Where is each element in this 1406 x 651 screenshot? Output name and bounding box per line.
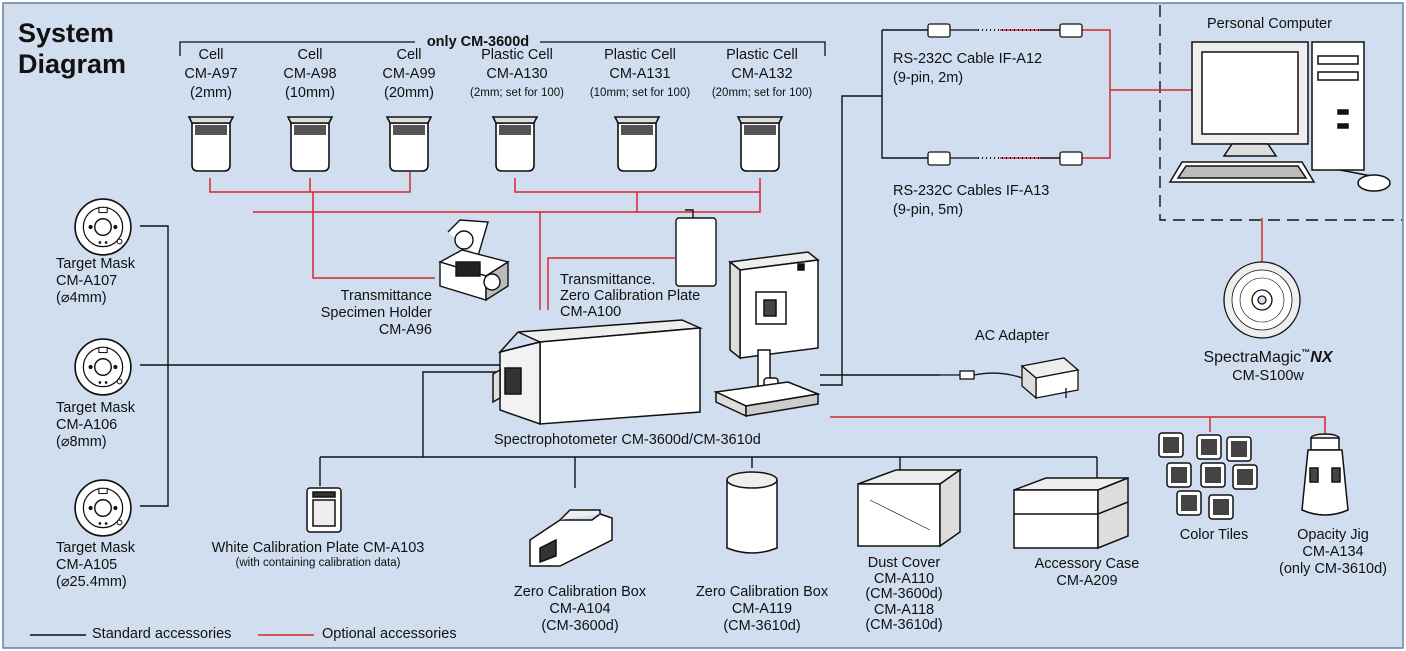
- label-rs232c-cable-if-a12: RS-232C Cable IF-A12(9-pin, 2m): [893, 51, 1043, 86]
- label-software: SpectraMagic™NX CM-S100w: [1203, 348, 1333, 385]
- zero-plate-icon: [675, 209, 717, 287]
- cell-icon-cm-a97: [188, 116, 234, 172]
- software-cd-icon: [1223, 261, 1301, 339]
- software-name: SpectraMagic™NX: [1203, 348, 1333, 367]
- spectrophotometer-cm3600d-icon: [492, 319, 703, 426]
- zero-box-cm-a104-icon: [529, 509, 613, 567]
- cm3600d-bracket: [179, 41, 826, 56]
- target-mask-icon-cm-a107: [74, 198, 132, 256]
- cell-icon-cm-a99: [386, 116, 432, 172]
- spectrophotometer-cm3610d-icon: [713, 251, 821, 418]
- accessory-case-icon: [1013, 476, 1129, 550]
- cell-icon-cm-a130: [492, 116, 538, 172]
- pc-region-border: [1159, 5, 1402, 221]
- label-ac-adapter: AC Adapter: [975, 328, 1050, 344]
- optional-connection-lines: [209, 29, 1326, 435]
- white-calibration-plate-icon: [306, 487, 342, 533]
- label-white-calibration-plate: White Calibration Plate CM-A103(with con…: [211, 540, 425, 569]
- legend-standard-label: Standard accessories: [92, 626, 232, 642]
- group-label-cm3600d: only CM-3600d: [426, 34, 530, 50]
- dust-cover-icon: [857, 468, 963, 548]
- diagram-title: System Diagram: [18, 18, 127, 79]
- ac-adapter-icon: [940, 357, 1080, 400]
- rs232c-cable-icons: [927, 23, 1083, 166]
- standard-connection-lines: [140, 29, 1098, 507]
- legend-optional-label: Optional accessories: [322, 626, 457, 642]
- cell-icon-cm-a131: [614, 116, 660, 172]
- personal-computer-icon: [1168, 41, 1391, 192]
- label-personal-computer: Personal Computer: [1207, 16, 1332, 32]
- zero-box-cm-a119-icon: [726, 471, 778, 554]
- label-spectrophotometer: Spectrophotometer CM-3600d/CM-3610d: [494, 432, 761, 448]
- target-mask-icon-cm-a105: [74, 479, 132, 537]
- label-rs232c-cables-if-a13: RS-232C Cables IF-A13(9-pin, 5m): [893, 183, 1050, 218]
- target-mask-icon-cm-a106: [74, 338, 132, 396]
- opacity-jig-icon: [1301, 433, 1349, 516]
- cell-icon-cm-a98: [287, 116, 333, 172]
- transmittance-holder-icon: [438, 219, 510, 302]
- label-color-tiles: Color Tiles: [1179, 527, 1249, 543]
- cell-icon-cm-a132: [737, 116, 783, 172]
